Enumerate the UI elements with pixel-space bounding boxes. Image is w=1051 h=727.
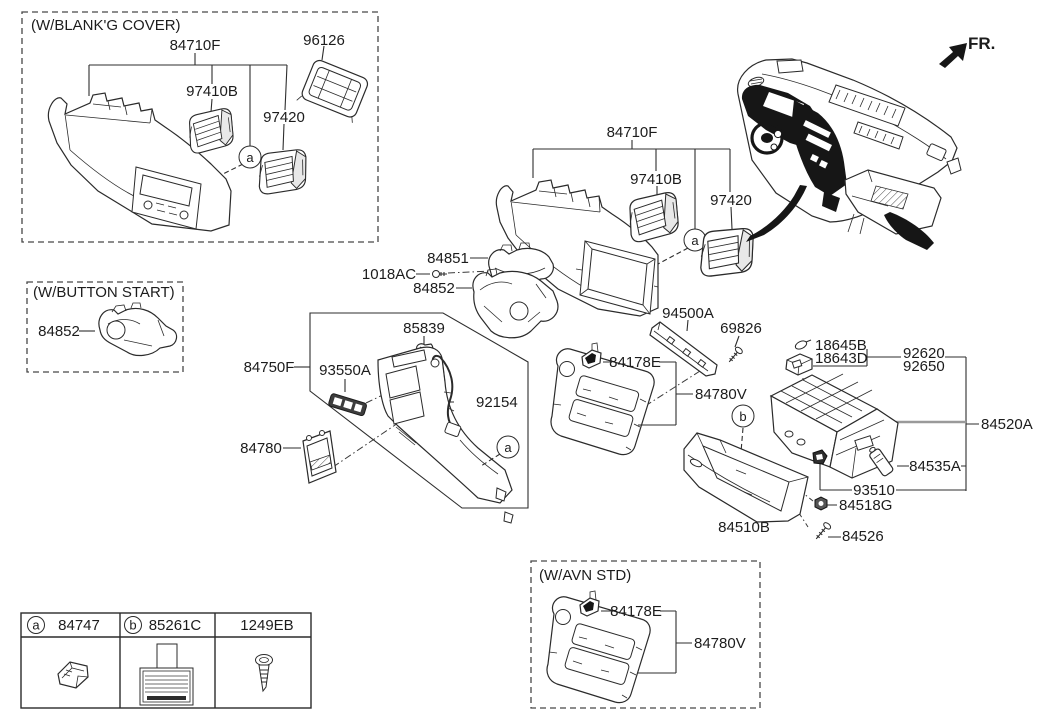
glovebox-housing-part — [769, 373, 899, 479]
part-label: 93550A — [319, 362, 371, 379]
main-assembly-leaders — [532, 140, 733, 265]
blanking-cover-part — [296, 59, 369, 123]
part-label: 92154 — [476, 394, 518, 411]
part-label: 18645B — [815, 337, 867, 354]
crash-pad-assembly-part — [495, 179, 659, 317]
caution-label-icon — [139, 643, 194, 706]
table-part-number: 84747 — [58, 617, 100, 634]
part-label: 84750F — [244, 359, 295, 376]
nut-icon — [814, 496, 828, 511]
part-label: 84178E — [609, 354, 661, 371]
svg-text:a: a — [246, 150, 254, 165]
part-label: 84518G — [839, 497, 892, 514]
part-label: 84851 — [427, 250, 469, 267]
blank-cover-leaders — [88, 45, 325, 181]
damper-part — [869, 446, 894, 477]
table-part-number: 1249EB — [240, 617, 293, 634]
part-label: 92650 — [903, 358, 945, 375]
key-switch-part — [328, 393, 367, 417]
svg-text:b: b — [739, 409, 746, 424]
part-label: 97420 — [263, 109, 305, 126]
svg-text:a: a — [32, 618, 40, 633]
screw-icon — [728, 346, 743, 363]
glovebox-door-part — [683, 432, 809, 523]
part-label: 84780V — [695, 386, 747, 403]
part-label: 94500A — [662, 305, 714, 322]
wiring-harness-part — [430, 354, 462, 437]
part-label: 97410B — [630, 171, 682, 188]
callout-b-marker: b — [731, 404, 755, 453]
fr-direction-arrow-icon — [939, 43, 967, 68]
table-callout-a: a — [27, 616, 45, 634]
svg-text:a: a — [691, 233, 699, 248]
avn-std-group-box — [530, 560, 761, 709]
dashboard-location-illustration — [737, 58, 962, 250]
part-label: 85839 — [403, 320, 445, 337]
avn-std-group-title: (W/AVN STD) — [539, 567, 631, 584]
screw-icon — [815, 522, 832, 540]
part-label: 96126 — [303, 32, 345, 49]
part-label: 84535A — [909, 458, 961, 475]
table-callout-b: b — [124, 616, 142, 634]
lamp-housing-part — [785, 353, 813, 376]
bulb-icon — [794, 339, 812, 350]
garnish-strip-part — [649, 321, 718, 377]
part-label: 97420 — [710, 192, 752, 209]
retainer-clip-icon — [57, 661, 89, 689]
button-start-group-title: (W/BUTTON START) — [33, 284, 175, 301]
part-label: 92620 — [903, 345, 945, 362]
part-label: 1018AC — [362, 266, 416, 283]
tapping-screw-icon — [255, 654, 273, 693]
steering-column-cover-part — [98, 302, 178, 357]
part-label: 84520A — [981, 416, 1033, 433]
glovebox-switch-part — [812, 449, 828, 465]
part-label: 18643D — [815, 350, 868, 367]
callout-a-marker: a — [238, 145, 262, 169]
column-lower-cover-part — [472, 268, 559, 339]
blank-cover-group-box — [21, 11, 379, 243]
part-label: 84780 — [240, 440, 282, 457]
part-label: 84852 — [38, 323, 80, 340]
glovebox-leaders — [789, 349, 979, 538]
console-group-box — [309, 312, 529, 509]
screw-icon — [432, 270, 447, 278]
part-label: 84526 — [842, 528, 884, 545]
part-label: 84780V — [694, 635, 746, 652]
part-label: 97410B — [186, 83, 238, 100]
blank-cover-group-title: (W/BLANK'G COVER) — [31, 17, 181, 34]
button-start-group-box — [26, 281, 184, 373]
callout-a-marker: a — [480, 435, 520, 467]
fr-direction-label: FR. — [968, 34, 995, 53]
crash-pad-assembly-part — [47, 92, 232, 232]
console-side-panel-part — [377, 346, 514, 524]
part-label: 84852 — [413, 280, 455, 297]
part-label: 84710F — [170, 37, 221, 54]
svg-text:a: a — [504, 440, 512, 455]
fastener-reference-table: a 84747 b 85261C 1249EB — [20, 612, 312, 709]
part-label: 93510 — [853, 482, 895, 499]
part-label: 69826 — [720, 320, 762, 337]
part-label: 84510B — [718, 519, 770, 536]
table-part-number: 85261C — [149, 617, 202, 634]
part-label: 84178E — [610, 603, 662, 620]
svg-text:b: b — [129, 618, 136, 633]
access-cover-part — [302, 430, 337, 484]
part-label: 84710F — [607, 124, 658, 141]
